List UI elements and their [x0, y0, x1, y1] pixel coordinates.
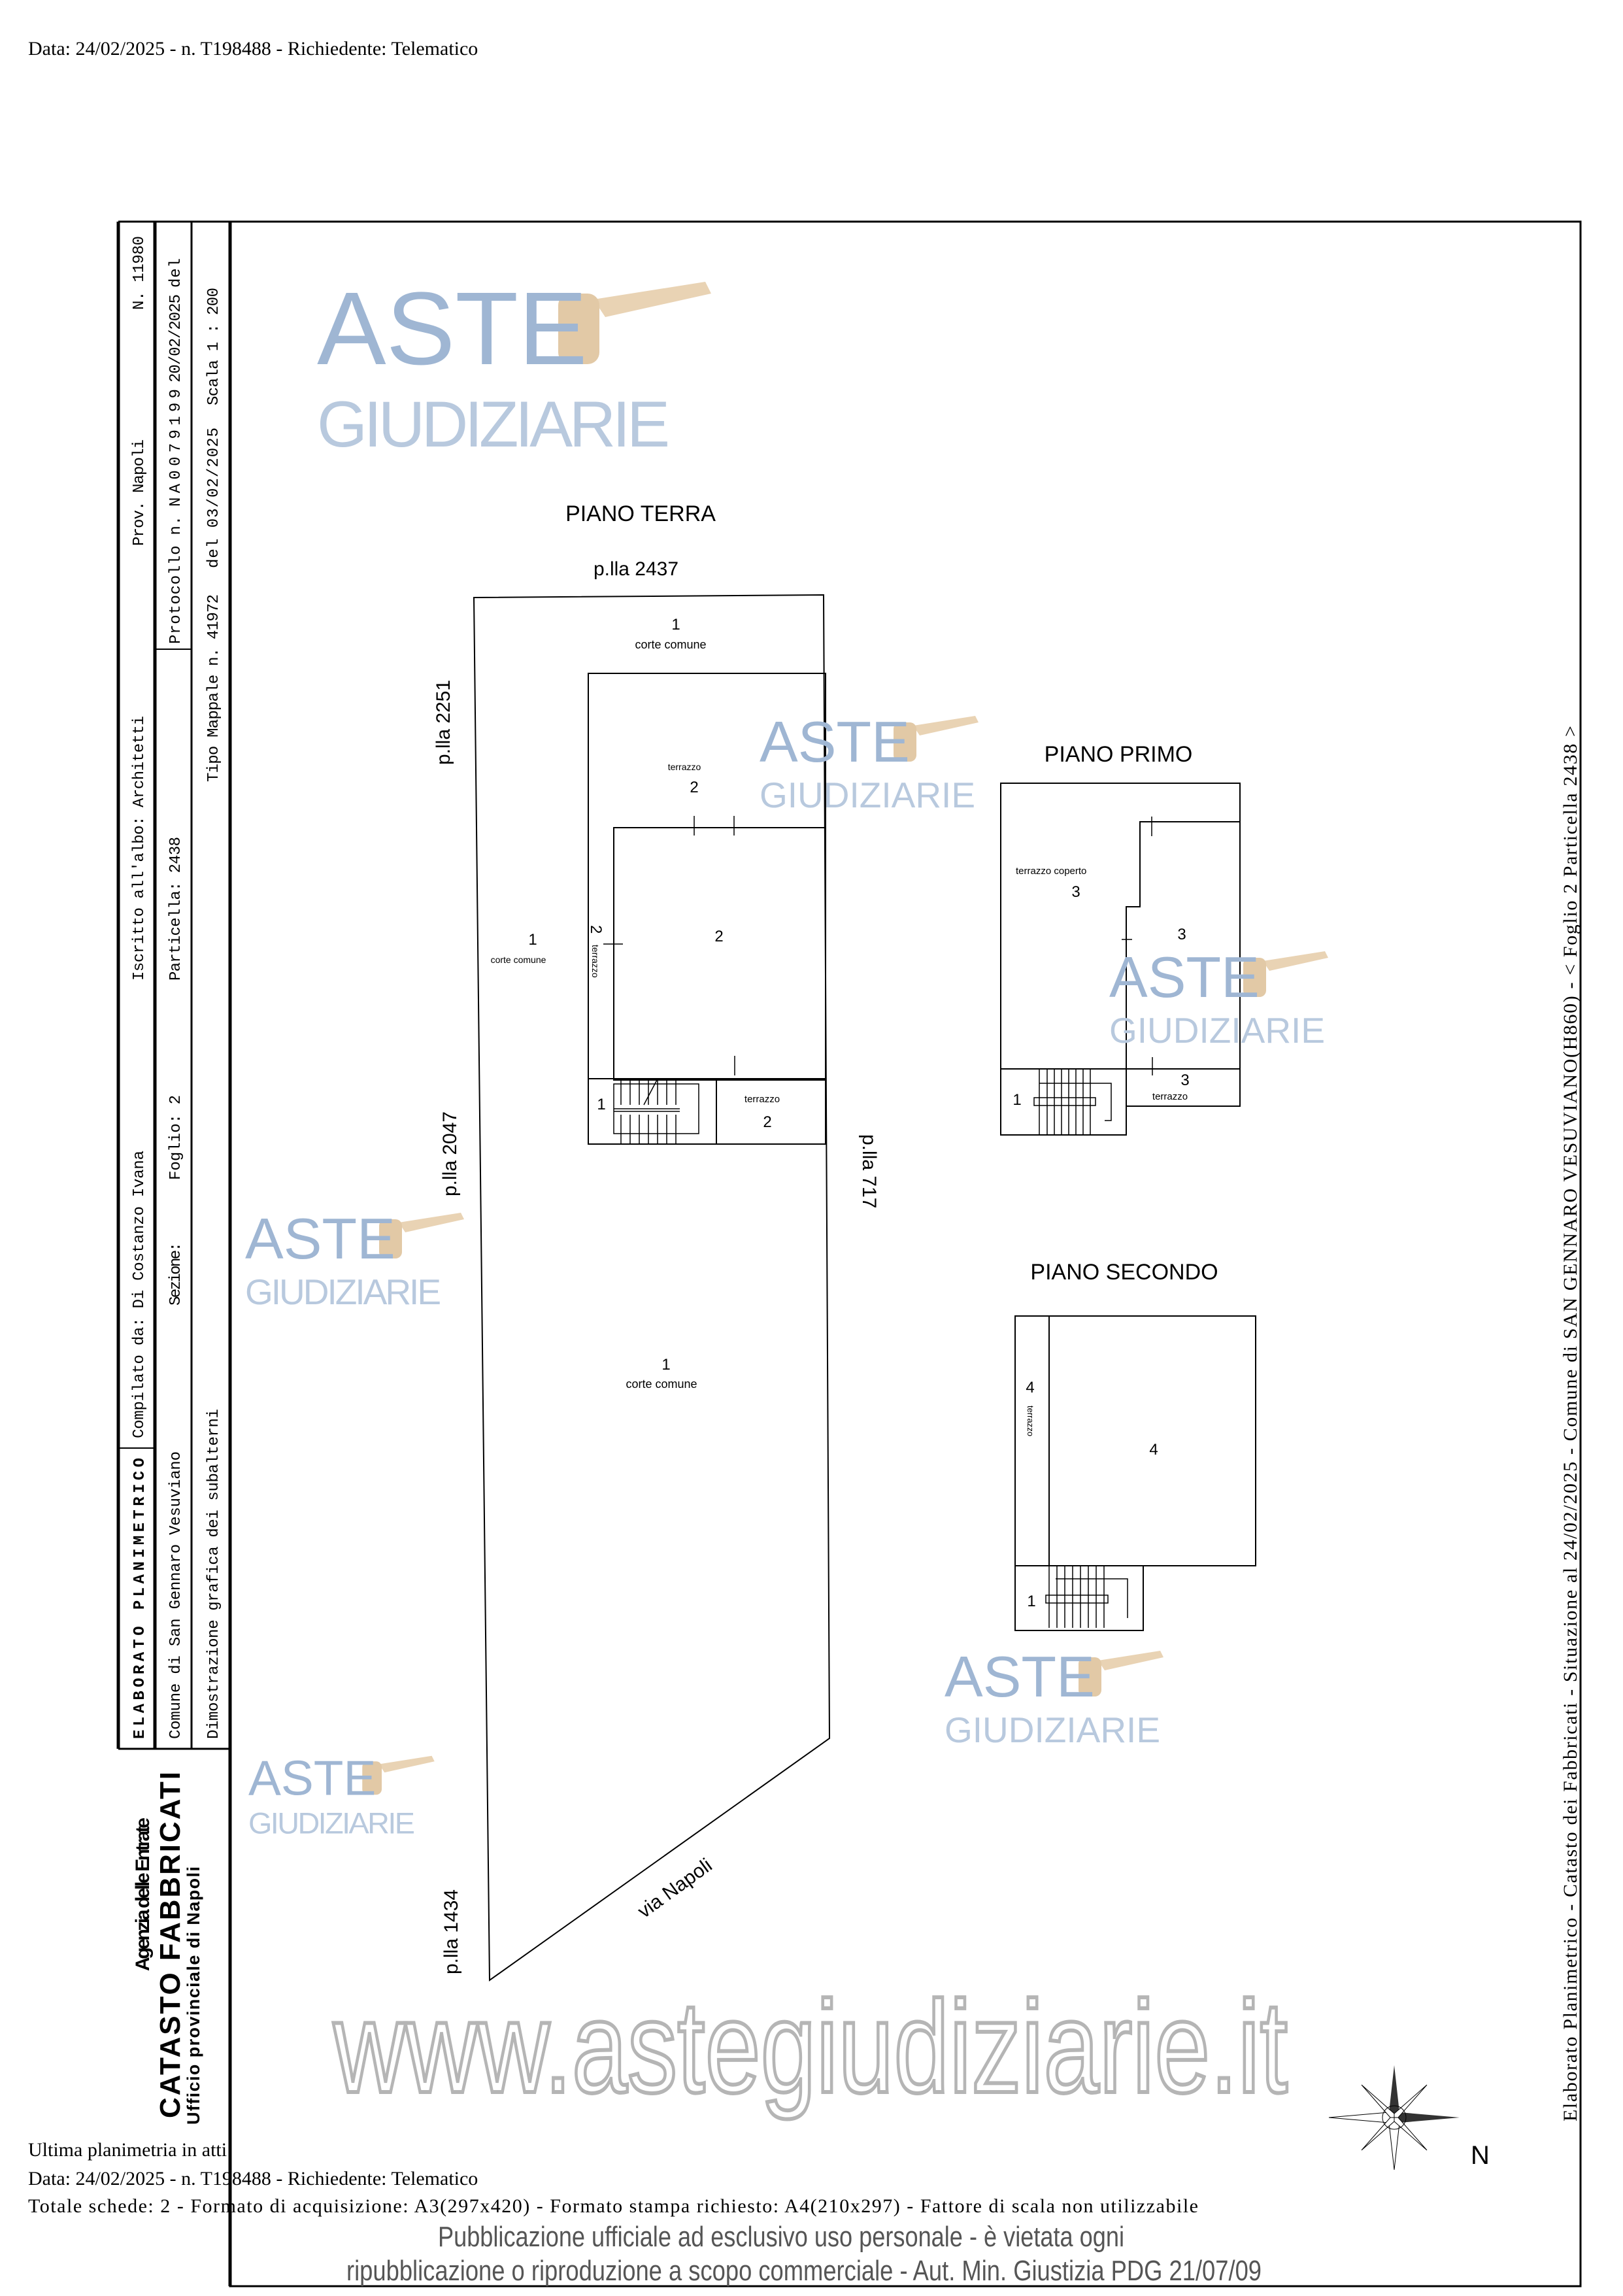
watermark-line2: GIUDIZIARIE: [1109, 1010, 1325, 1051]
label-sub3-terrace: 3: [1180, 1072, 1189, 1089]
label-corte-court: corte comune: [626, 1377, 697, 1391]
label-sub1-stair: 1: [597, 1096, 605, 1113]
label-terrazzo-south: terrazzo: [745, 1094, 780, 1105]
parcel-east: p.lla 717: [858, 1134, 880, 1208]
stair-icon: [613, 1079, 699, 1144]
plan-ground-floor: PIANO TERRA p.lla 2437 1 corte comune te…: [433, 501, 880, 1982]
watermark-line1: ASTE: [1109, 945, 1260, 1009]
notice-line-1: Pubblicazione ufficiale ad esclusivo uso…: [438, 2221, 1124, 2253]
watermark-logo: ASTE GIUDIZIARIE: [317, 271, 711, 460]
watermark-line1: ASTE: [760, 709, 910, 774]
label-sub1-west: 1: [528, 931, 537, 949]
label-sub2-north: 2: [690, 779, 698, 796]
label-corte-top: corte comune: [635, 638, 706, 651]
particella: Particella: 2438: [167, 837, 185, 981]
agency-office: Ufficio provinciale di Napoli: [184, 1866, 203, 2125]
title-block: ELABORATO PLANIMETRICO Compilato da: Di …: [116, 220, 230, 1750]
watermark-logo: ASTE GIUDIZIARIE: [245, 1206, 464, 1312]
compass-rose-icon: [1328, 2065, 1460, 2170]
sezione: Sezione:: [167, 1242, 185, 1306]
protocollo-label: Protocollo n.: [167, 516, 185, 644]
plan-first-floor: PIANO PRIMO terrazzo coperto 3 3 3 terra…: [1000, 742, 1241, 1136]
compiled-by: Compilato da: Di Costanzo Ivana: [131, 1151, 148, 1438]
tipo-mappale: Tipo Mappale n. 41972: [205, 594, 223, 782]
footer-totals-line: Totale schede: 2 - Formato di acquisizio…: [28, 2195, 1198, 2217]
watermark-logo: ASTE GIUDIZIARIE: [1109, 945, 1328, 1051]
foglio: Foglio: 2: [167, 1095, 185, 1180]
watermark-line2: GIUDIZIARIE: [248, 1806, 415, 1840]
label-sub1: 1: [1012, 1091, 1021, 1109]
parcel-west-1: p.lla 2251: [433, 680, 454, 765]
header-request-line: Data: 24/02/2025 - n. T198488 - Richiede…: [28, 38, 478, 59]
comune: Comune di San Gennaro Vesuviano: [167, 1451, 185, 1739]
plan-title-primo: PIANO PRIMO: [1045, 742, 1193, 767]
watermark-line1: ASTE: [248, 1750, 376, 1805]
lot-outline: [473, 594, 831, 1982]
site-watermark: www.astegiudiziarie.it: [333, 1974, 1288, 2120]
label-terrazzo: terrazzo: [1026, 1406, 1035, 1436]
street-name: via Napoli: [634, 1855, 716, 1923]
description: Dimostrazione grafica dei subalterni: [205, 1409, 223, 1739]
watermark-line2: GIUDIZIARIE: [945, 1710, 1160, 1750]
label-sub2-main: 2: [714, 928, 723, 945]
watermark-logo: ASTE GIUDIZIARIE: [945, 1644, 1163, 1750]
label-sub2-south: 2: [763, 1113, 771, 1131]
scale: Scala 1 : 200: [205, 288, 223, 405]
sheet-number: N. 11980: [131, 236, 148, 310]
label-sub2-west: 2: [587, 925, 605, 934]
parcel-west-2: p.lla 2047: [439, 1111, 461, 1196]
watermark-line1: ASTE: [317, 271, 588, 386]
parcel-north: p.lla 2437: [594, 558, 678, 580]
plan-second-floor: PIANO SECONDO 4 terrazzo 4 1: [1014, 1260, 1256, 1631]
protocollo-del: del: [167, 258, 185, 288]
label-sub1-top: 1: [671, 616, 680, 633]
protocollo-code: NA0079199: [167, 389, 185, 507]
watermark-line2: GIUDIZIARIE: [245, 1272, 441, 1312]
label-sub4-terrace: 4: [1026, 1379, 1034, 1396]
agency-logo: Agenzia delle Entrate CATASTO FABBRICATI…: [132, 1772, 203, 2125]
label-terrazzo-coperto: terrazzo coperto: [1016, 866, 1086, 877]
protocollo-date: 20/02/2025: [167, 294, 185, 382]
watermark-line1: ASTE: [245, 1206, 395, 1271]
label-terrazzo: terrazzo: [1152, 1091, 1188, 1102]
parcel-west-3: p.lla 1434: [441, 1889, 462, 1974]
watermark-line1: ASTE: [945, 1644, 1095, 1709]
footer-last-plan: Ultima planimetria in atti: [28, 2139, 227, 2161]
label-corte-west: corte comune: [491, 954, 546, 965]
compass-north-label: N: [1471, 2141, 1490, 2170]
label-sub1-court: 1: [661, 1356, 670, 1374]
watermark-logo: ASTE GIUDIZIARIE: [760, 709, 979, 815]
tipo-mappale-date: del 03/02/2025: [205, 428, 223, 568]
plan-title-secondo: PIANO SECONDO: [1030, 1260, 1218, 1285]
label-terrazzo-west: terrazzo: [590, 945, 601, 978]
side-caption: Elaborato Planimetrico - Catasto dei Fab…: [1560, 726, 1581, 2121]
watermark-line2: GIUDIZIARIE: [760, 775, 975, 815]
label-sub4-room: 4: [1149, 1441, 1158, 1459]
province: Prov. Napoli: [131, 439, 148, 546]
plan-title-terra: PIANO TERRA: [565, 501, 716, 526]
notice-line-2: ripubblicazione o riproduzione a scopo c…: [346, 2255, 1262, 2287]
agency-name: Agenzia delle Entrate: [132, 1817, 154, 1971]
footer-data-line: Data: 24/02/2025 - n. T198488 - Richiede…: [28, 2168, 478, 2189]
agency-dept: CATASTO FABBRICATI: [154, 1772, 186, 2118]
watermark-logo: ASTE GIUDIZIARIE: [248, 1750, 435, 1840]
label-terrazzo-north: terrazzo: [668, 762, 701, 772]
registered-register: Iscritto all'albo: Architetti: [131, 716, 148, 981]
doc-title: ELABORATO PLANIMETRICO: [131, 1458, 149, 1739]
label-sub3-room: 3: [1177, 926, 1186, 943]
label-sub1: 1: [1027, 1593, 1035, 1610]
main-room: [613, 827, 826, 1081]
label-sub3-covered: 3: [1071, 883, 1080, 901]
watermark-line2: GIUDIZIARIE: [317, 388, 670, 460]
